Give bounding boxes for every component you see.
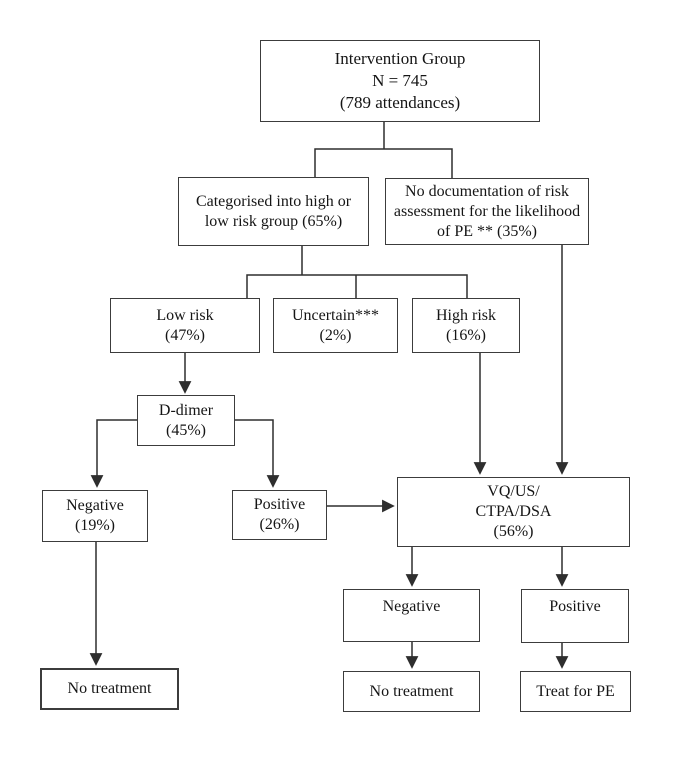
node-uncertain: Uncertain*** (2%) [273, 298, 398, 353]
node-ddimer-negative: Negative (19%) [42, 490, 148, 542]
node-imaging-vq-us-ctpa-dsa: VQ/US/ CTPA/DSA (56%) [397, 477, 630, 547]
node-no-treatment-middle: No treatment [343, 671, 480, 712]
node-imaging-negative: Negative [343, 589, 480, 642]
connector-ddimer-to-positive [235, 419, 280, 488]
node-low-risk: Low risk (47%) [110, 298, 260, 353]
node-no-documentation: No documentation of risk assessment for … [385, 178, 589, 245]
node-intervention-group: Intervention Group N = 745 (789 attendan… [260, 40, 540, 122]
node-high-risk: High risk (16%) [412, 298, 520, 353]
node-treat-for-pe: Treat for PE [520, 671, 631, 712]
node-categorised-risk: Categorised into high or low risk group … [178, 177, 369, 246]
node-ddimer-positive: Positive (26%) [232, 490, 327, 540]
node-no-treatment-left: No treatment [40, 668, 179, 710]
connector-ddimer-to-negative [90, 419, 137, 488]
connector-row2-bracket [314, 148, 453, 178]
connector-row3-bracket [246, 274, 468, 298]
node-imaging-positive: Positive [521, 589, 629, 643]
node-d-dimer: D-dimer (45%) [137, 395, 235, 446]
